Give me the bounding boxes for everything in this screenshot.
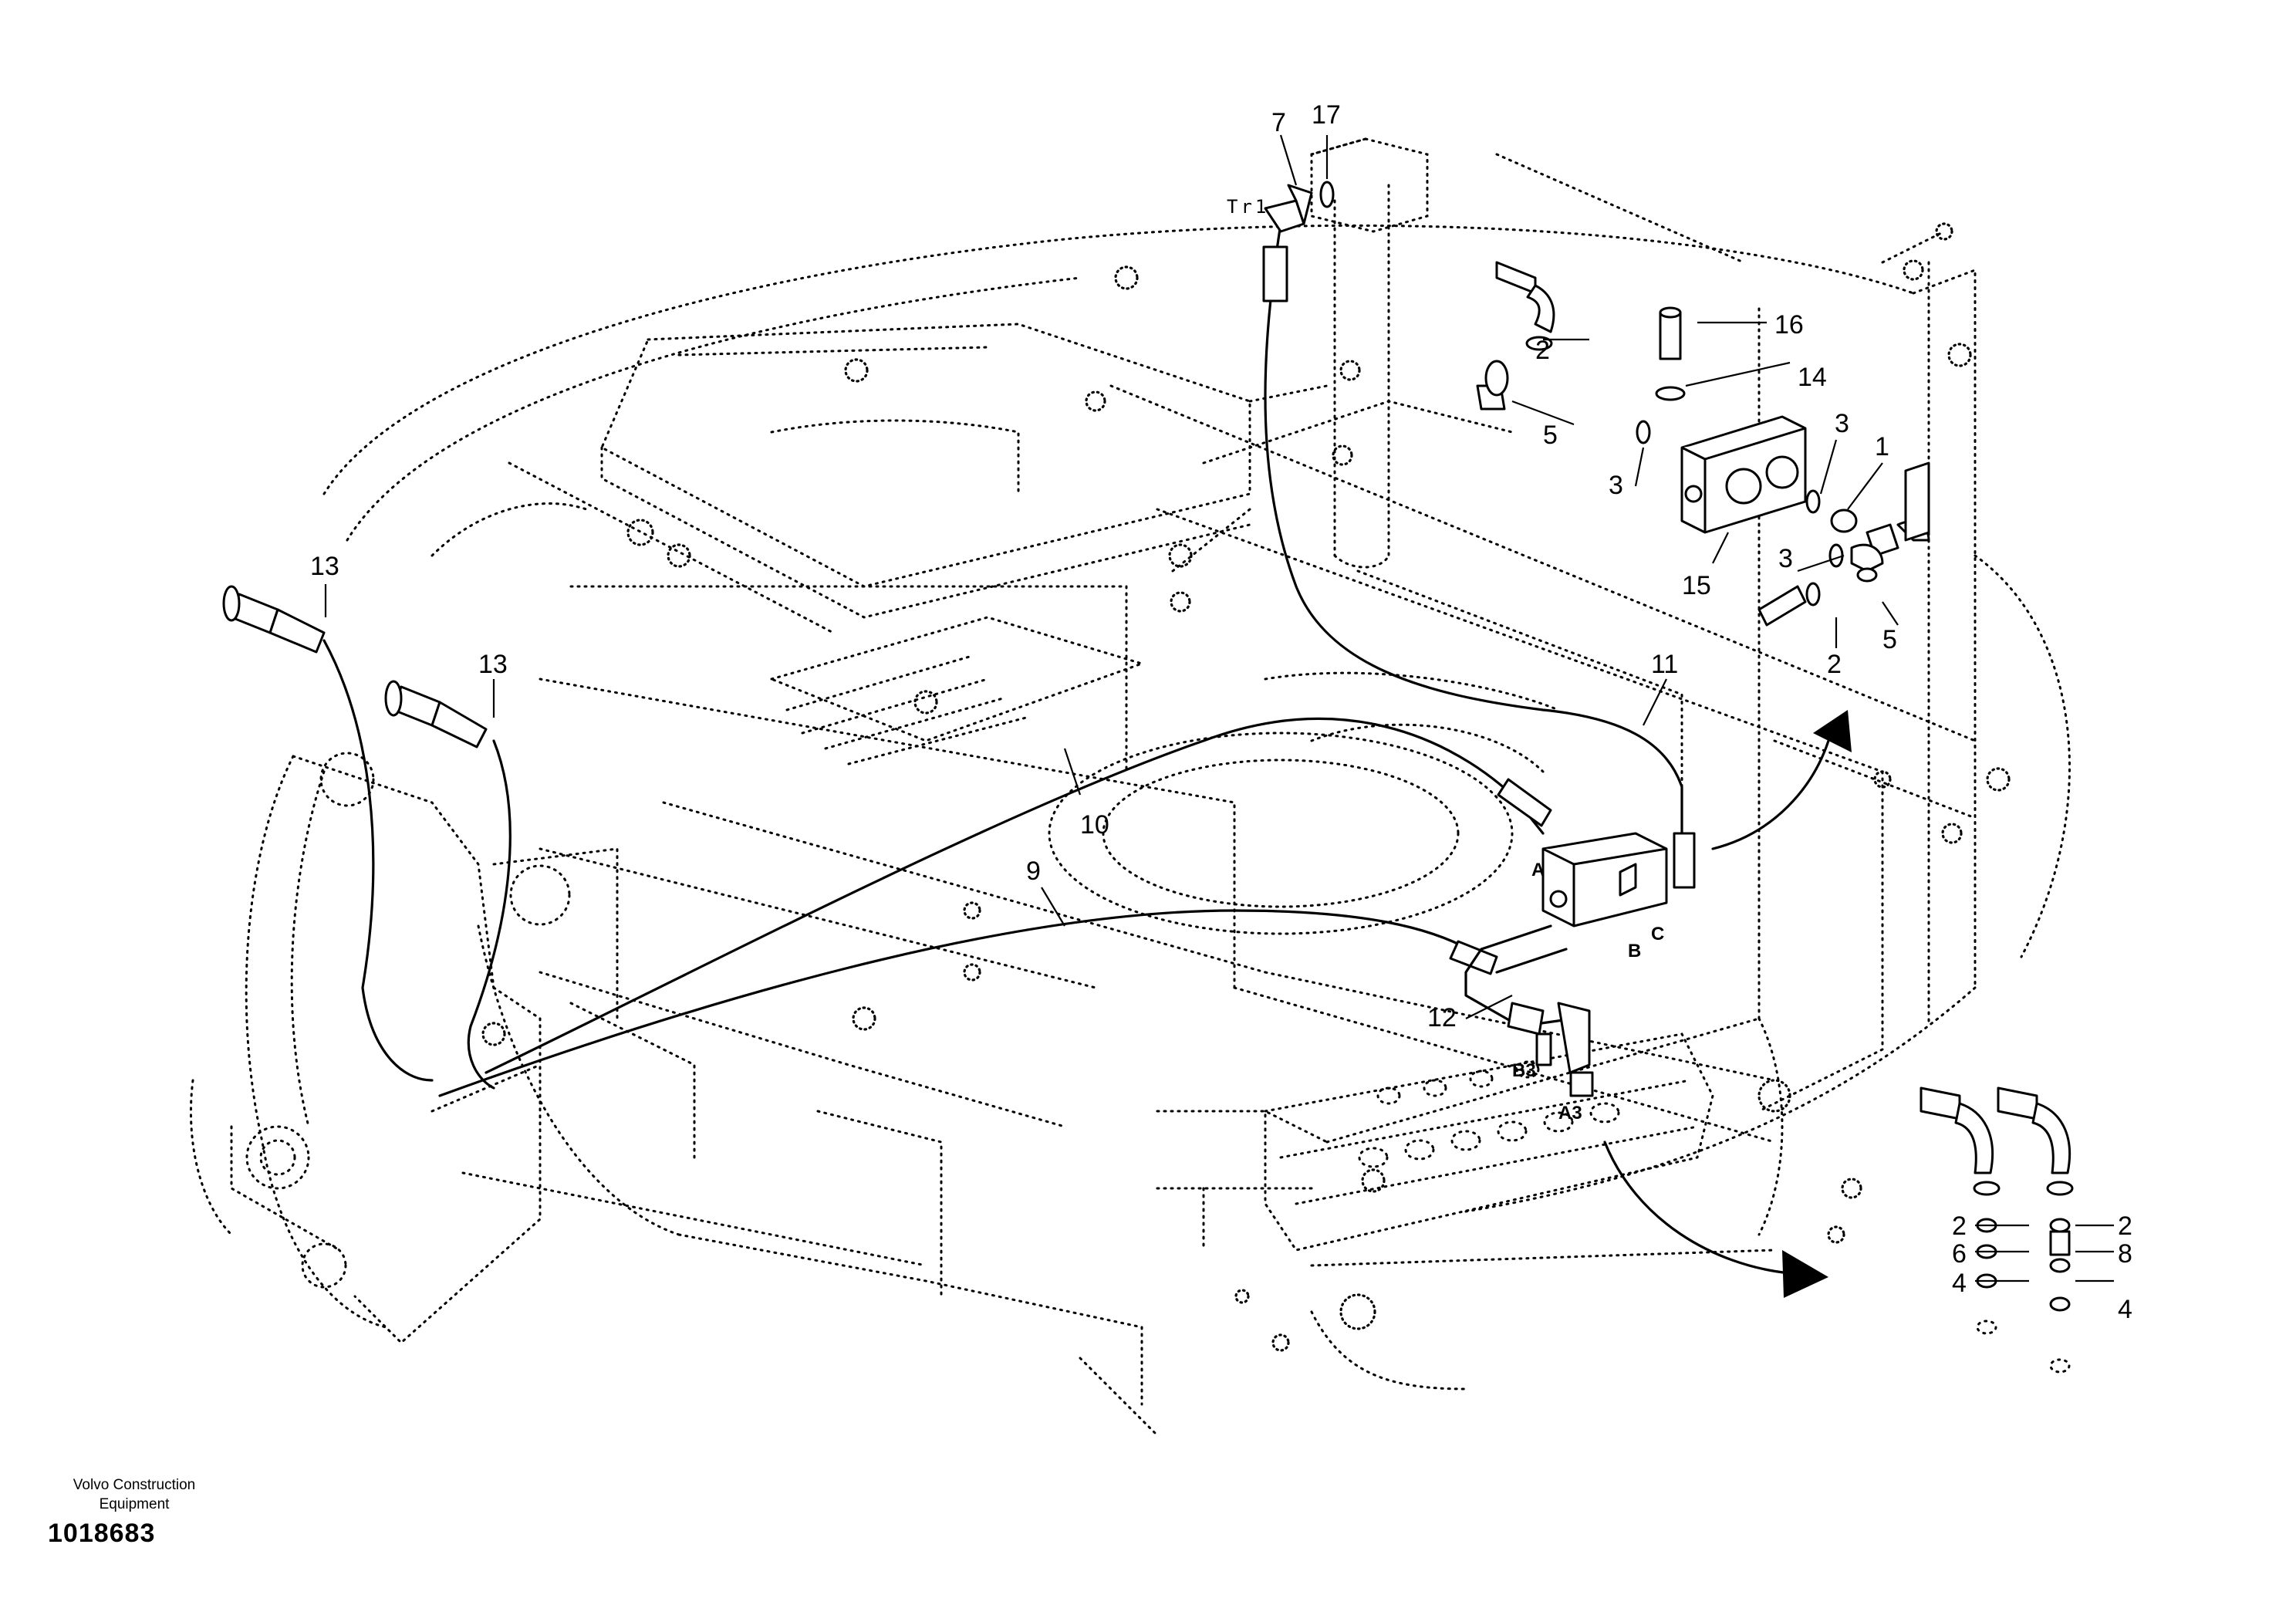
callout-3-mid: 3 xyxy=(1778,544,1793,573)
lower-frame-outline xyxy=(477,924,1784,1437)
port-c: C xyxy=(1651,924,1664,944)
arrow-to-fittings-detail xyxy=(1603,1140,1828,1298)
callout-12: 12 xyxy=(1427,1003,1457,1032)
hose-11 xyxy=(1262,222,1696,889)
upper-frame-outline xyxy=(322,153,2071,1213)
port-tr1: Tr1 xyxy=(1227,196,1269,218)
port-a3: A3 xyxy=(1558,1103,1582,1124)
callout-labels: 7 17 16 14 2 5 3 3 1 3 15 2 5 13 13 11 1… xyxy=(310,100,2132,1324)
main-boom-frame xyxy=(430,323,1776,1391)
callout-13-left: 13 xyxy=(310,552,339,581)
port-b: B xyxy=(1628,941,1641,961)
callout-2-top: 2 xyxy=(1535,336,1550,365)
brand-line-1: Volvo Construction xyxy=(73,1477,196,1493)
callout-3-top: 3 xyxy=(1835,409,1849,438)
callout-3-left: 3 xyxy=(1609,471,1623,500)
callout-5-top: 5 xyxy=(1543,421,1558,450)
brand-line-2: Equipment xyxy=(99,1496,170,1512)
callout-4-fit-right: 4 xyxy=(2118,1295,2132,1324)
port-a: A xyxy=(1531,860,1545,880)
callout-6: 6 xyxy=(1952,1239,1967,1269)
callout-13-right: 13 xyxy=(478,650,508,679)
callout-8: 8 xyxy=(2118,1239,2132,1269)
vertical-post xyxy=(1310,137,1429,569)
fuel-tank-grille xyxy=(768,616,1146,765)
slew-ring-outline xyxy=(1048,732,1514,935)
arrow-to-valve-detail xyxy=(1711,710,1852,850)
callout-1: 1 xyxy=(1875,432,1889,461)
hose-9 xyxy=(438,909,1498,1097)
port-labels: A B C B3 A3 Tr1 xyxy=(1227,196,1664,1124)
boom-foot-bracket xyxy=(190,752,696,1345)
callout-leaders xyxy=(324,134,2114,1282)
hose-13-left xyxy=(222,585,434,1082)
selector-valve xyxy=(1541,832,1668,928)
callout-9: 9 xyxy=(1026,857,1041,886)
callout-2-fit-left: 2 xyxy=(1952,1211,1967,1241)
callout-14: 14 xyxy=(1798,363,1827,392)
callout-7: 7 xyxy=(1271,108,1286,137)
port-b3: B3 xyxy=(1512,1060,1536,1081)
hose-12 xyxy=(1464,924,1594,1097)
main-control-valve xyxy=(1264,1032,1714,1252)
callout-17: 17 xyxy=(1312,100,1341,130)
callout-2-right: 2 xyxy=(1827,650,1842,679)
elbow-fitting-7 xyxy=(1264,181,1335,233)
hose-10 xyxy=(485,717,1552,1074)
document-number: 1018683 xyxy=(48,1519,156,1548)
detail-fittings-explosion xyxy=(1920,1086,2074,1374)
callout-4-fit-left: 4 xyxy=(1952,1269,1967,1298)
callout-15: 15 xyxy=(1682,571,1711,600)
detail-valve-explosion xyxy=(1476,261,1930,627)
callout-11: 11 xyxy=(1651,650,1678,679)
brand-caption: Volvo Construction Equipment xyxy=(34,1475,235,1514)
hose-13-right xyxy=(384,680,512,1090)
callout-5-right: 5 xyxy=(1882,625,1897,654)
bolt-holes xyxy=(481,222,2011,1352)
callout-2-fit-right: 2 xyxy=(2118,1211,2132,1241)
callout-10: 10 xyxy=(1080,810,1109,840)
callout-16: 16 xyxy=(1774,310,1804,340)
